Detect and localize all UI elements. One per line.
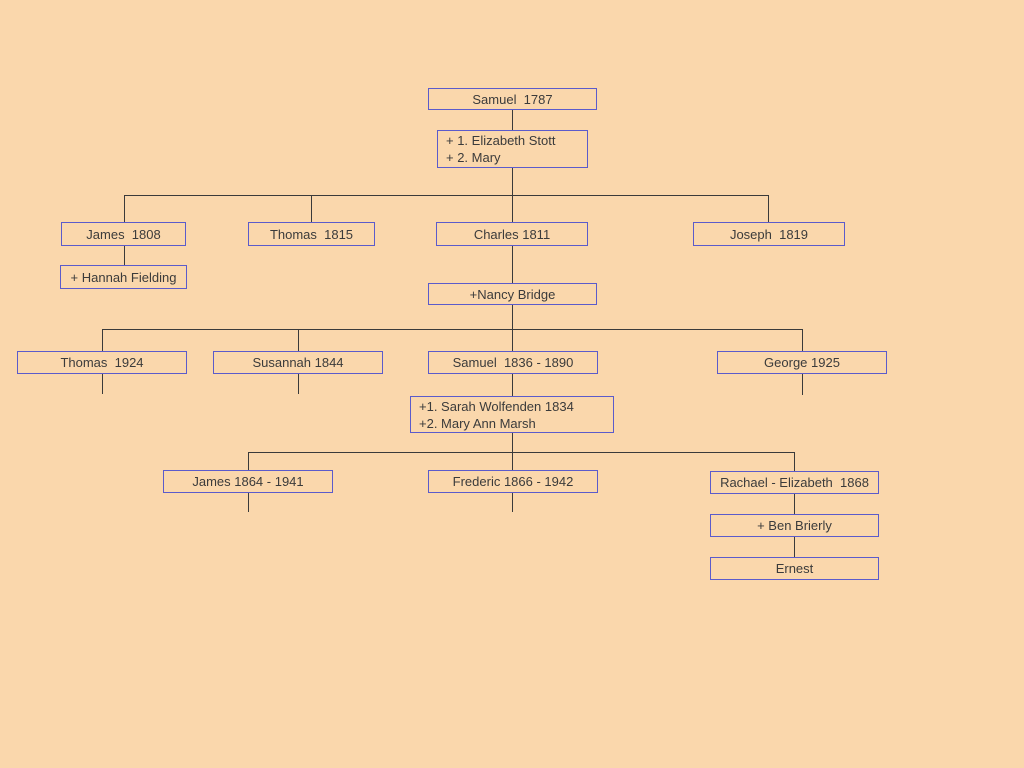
spouse-box-spouses-of-samuel-1787[interactable]: + 1. Elizabeth Stott + 2. Mary [437, 130, 588, 168]
connector-v-rail-to-susannah-1844 [298, 329, 299, 351]
node-label: George 1925 [764, 355, 840, 370]
person-box-james-1864-1941[interactable]: James 1864 - 1941 [163, 470, 333, 493]
connector-h-gen3-rail [102, 329, 802, 330]
person-box-george-1925[interactable]: George 1925 [717, 351, 887, 374]
person-box-samuel-1836-1890[interactable]: Samuel 1836 - 1890 [428, 351, 598, 374]
connector-v-ben-brierly-to-ernest [794, 537, 795, 557]
connector-v-rail-to-samuel-1836 [512, 329, 513, 351]
node-label: Samuel 1836 - 1890 [452, 355, 574, 370]
person-box-susannah-1844[interactable]: Susannah 1844 [213, 351, 383, 374]
person-box-joseph-1819[interactable]: Joseph 1819 [693, 222, 845, 246]
person-box-thomas-1815[interactable]: Thomas 1815 [248, 222, 375, 246]
connector-v-rail-to-charles-1811 [512, 195, 513, 222]
person-box-samuel-1787[interactable]: Samuel 1787 [428, 88, 597, 110]
person-box-thomas-1924[interactable]: Thomas 1924 [17, 351, 187, 374]
person-box-ernest[interactable]: Ernest [710, 557, 879, 580]
node-label: + 2. Mary [446, 150, 501, 165]
node-label: James 1808 [86, 226, 161, 242]
connector-v-rail-to-george-1925 [802, 329, 803, 351]
connector-v-rail-to-rachael-1868 [794, 452, 795, 471]
connector-v-thomas-1924-descendant-stub [102, 374, 103, 394]
connector-v-nancy-to-gen3-rail [512, 305, 513, 329]
node-label: +2. Mary Ann Marsh [419, 415, 536, 431]
connector-h-gen2-rail [124, 195, 769, 196]
spouse-box-hannah-fielding[interactable]: + Hannah Fielding [60, 265, 187, 289]
node-label: Thomas 1815 [269, 226, 354, 242]
node-label: Frederic 1866 - 1942 [452, 474, 574, 489]
connector-v-spouses-to-gen2-rail [512, 168, 513, 195]
node-label: Thomas 1924 [60, 355, 144, 370]
connector-v-rail-to-joseph-1819 [768, 195, 769, 222]
node-label: Charles 1811 [473, 226, 551, 242]
connector-v-susannah-descendant-stub [298, 374, 299, 394]
node-label: Samuel 1787 [472, 91, 553, 107]
person-box-frederic-1866-1942[interactable]: Frederic 1866 - 1942 [428, 470, 598, 493]
node-label: Susannah 1844 [252, 355, 344, 370]
node-label: + Ben Brierly [757, 518, 832, 533]
person-box-james-1808[interactable]: James 1808 [61, 222, 186, 246]
node-label: Joseph 1819 [729, 226, 809, 242]
spouse-box-spouses-of-samuel-1836[interactable]: +1. Sarah Wolfenden 1834+2. Mary Ann Mar… [410, 396, 614, 433]
node-label: +1. Sarah Wolfenden 1834 [419, 398, 574, 414]
connector-h-gen4-rail [248, 452, 794, 453]
connector-v-rail-to-frederic-1866 [512, 452, 513, 470]
connector-v-james-1864-descendant-stub [248, 493, 249, 512]
connector-v-frederic-descendant-stub [512, 493, 513, 512]
connector-v-rachael-to-ben-brierly [794, 494, 795, 514]
connector-v-rail-to-james-1808 [124, 195, 125, 222]
connector-v-spouses-to-gen4-rail [512, 433, 513, 452]
connector-v-rail-to-thomas-1924 [102, 329, 103, 351]
node-label: Ernest [775, 561, 814, 576]
connector-v-rail-to-james-1864 [248, 452, 249, 470]
connector-v-samuel-1787-to-spouses [512, 110, 513, 130]
spouse-box-ben-brierly[interactable]: + Ben Brierly [710, 514, 879, 537]
connector-v-samuel-1836-to-spouses [512, 374, 513, 396]
node-label: James 1864 - 1941 [192, 474, 304, 489]
connector-v-rail-to-thomas-1815 [311, 195, 312, 222]
node-label: + 1. Elizabeth Stott [446, 133, 556, 148]
connector-v-james-1808-to-hannah [124, 246, 125, 265]
person-box-rachael-elizabeth-1868[interactable]: Rachael - Elizabeth 1868 [710, 471, 879, 494]
connector-v-charles-to-nancy [512, 246, 513, 283]
node-label: + Hannah Fielding [70, 269, 177, 285]
connector-v-george-descendant-stub [802, 374, 803, 395]
spouse-box-nancy-bridge[interactable]: +Nancy Bridge [428, 283, 597, 305]
person-box-charles-1811[interactable]: Charles 1811 [436, 222, 588, 246]
node-label: +Nancy Bridge [469, 286, 556, 302]
node-label: Rachael - Elizabeth 1868 [720, 475, 869, 490]
